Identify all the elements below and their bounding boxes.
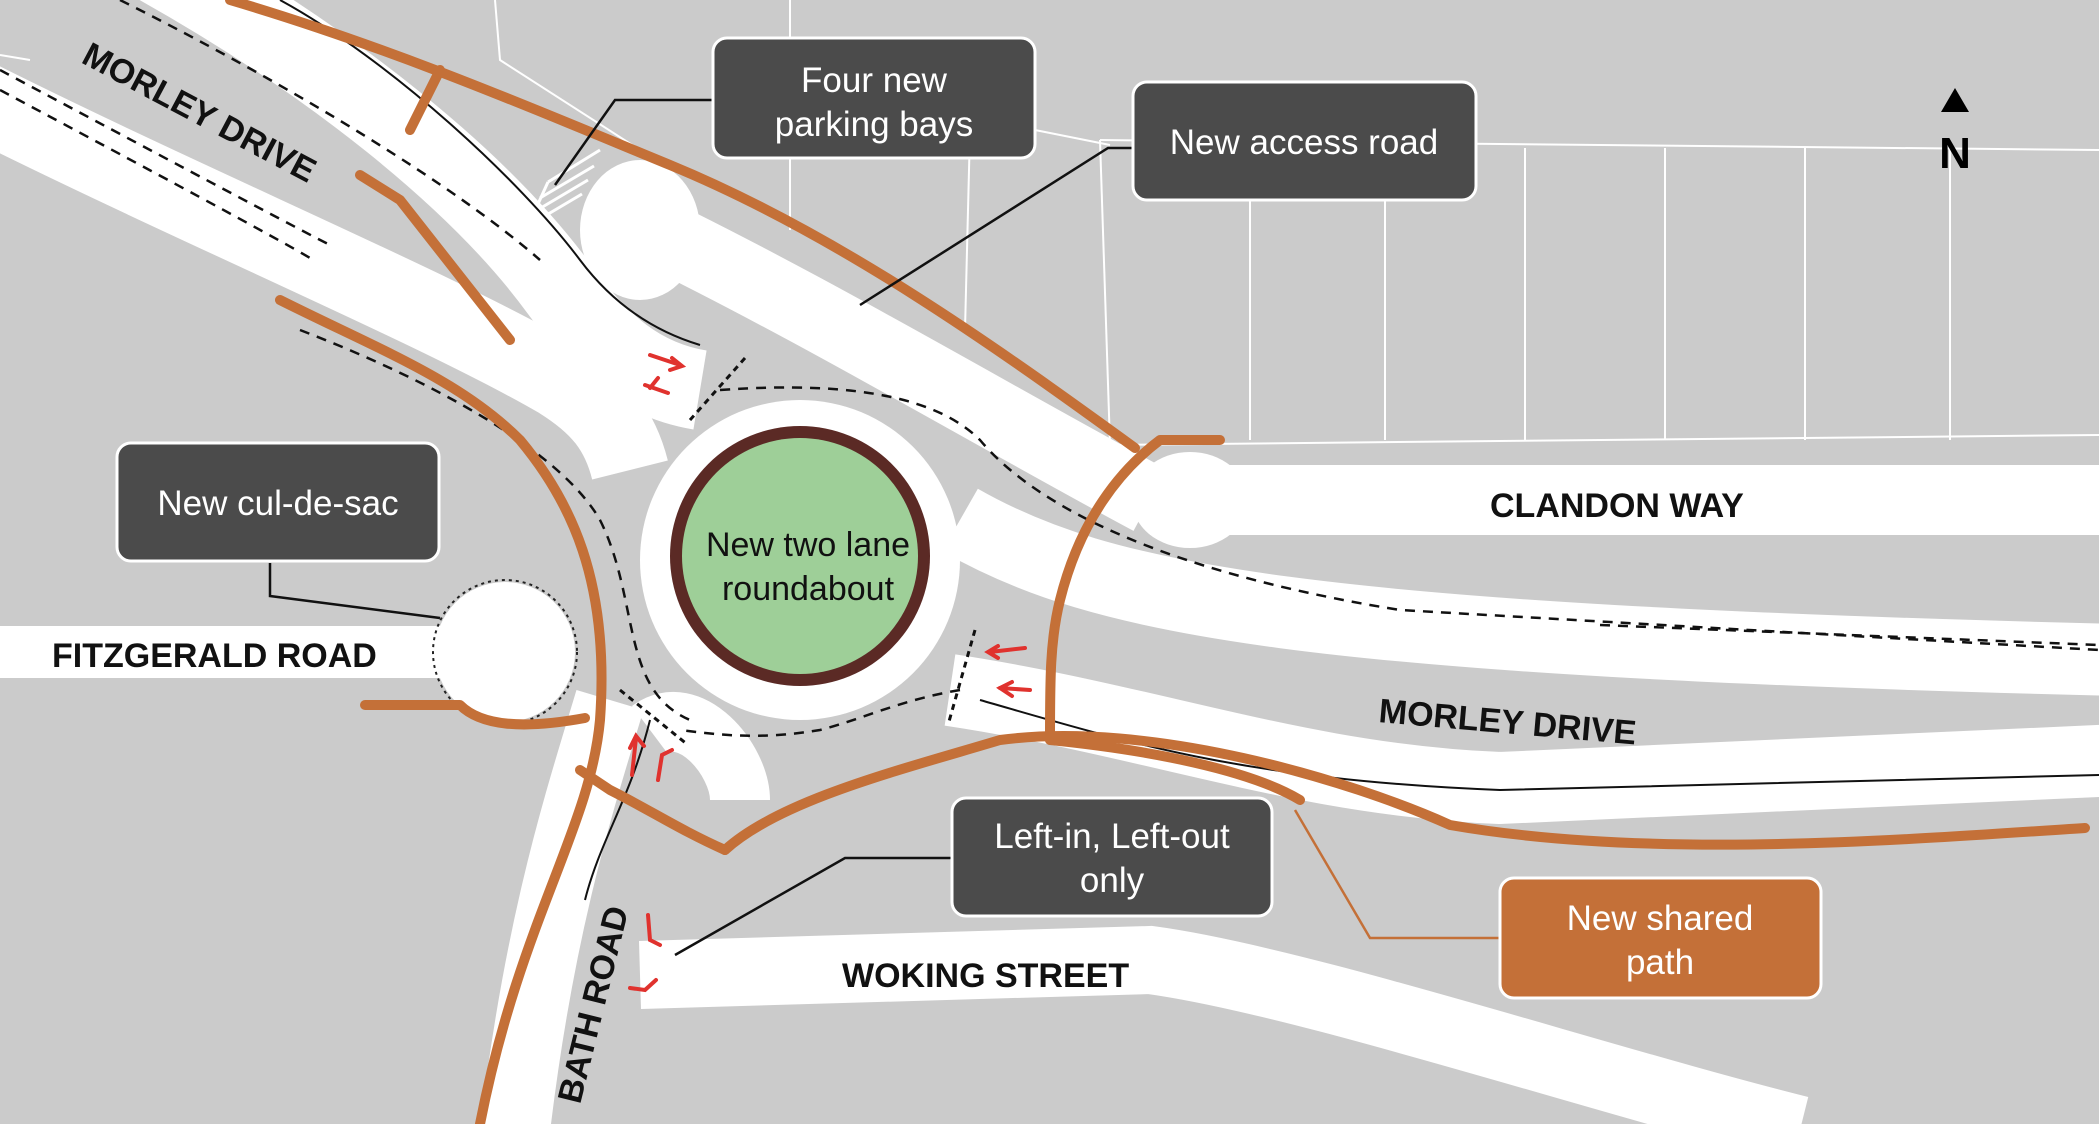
north-arrow: N bbox=[1939, 88, 1971, 178]
arrow-icon bbox=[988, 646, 1027, 654]
roundabout-label-line1: New two lane bbox=[706, 526, 910, 564]
north-arrow-icon bbox=[1941, 88, 1969, 112]
callout-shared-path-line1: New shared bbox=[1567, 899, 1754, 938]
morley-drive-east-upper-road bbox=[942, 488, 2099, 696]
north-label: N bbox=[1939, 129, 1971, 178]
morley-drive-nw-upper-road bbox=[139, 0, 708, 430]
callout-shared-path: New shared path bbox=[1498, 876, 1823, 1000]
callout-left-in-out-line1: Left-in, Left-out bbox=[994, 817, 1230, 856]
woking-link-road bbox=[632, 692, 770, 803]
parking-bays bbox=[526, 148, 601, 228]
callout-access-road-line1: New access road bbox=[1170, 123, 1438, 162]
shared-path-connector bbox=[1293, 809, 1500, 940]
callout-shared-path-line2: path bbox=[1626, 943, 1694, 982]
parking-area bbox=[580, 160, 700, 300]
shared-paths bbox=[225, 0, 2090, 1124]
arrow-icon bbox=[628, 978, 658, 993]
callout-left-in-out: Left-in, Left-out only bbox=[950, 796, 1274, 918]
clandon-way-end bbox=[1132, 452, 1248, 548]
lane-markings bbox=[0, 0, 2099, 738]
callout-parking-line1: Four new bbox=[801, 61, 948, 100]
callout-connectors bbox=[268, 98, 1133, 957]
arrow-icon bbox=[998, 686, 1032, 692]
callout-cul-de-sac-line1: New cul-de-sac bbox=[157, 484, 398, 523]
morley-drive-nw-lower-road bbox=[0, 66, 668, 481]
roundabout-island bbox=[682, 438, 918, 674]
arrow-icon bbox=[648, 353, 682, 367]
arrow-icon bbox=[630, 736, 638, 777]
callout-parking: Four new parking bays bbox=[711, 36, 1037, 160]
fitzgerald-cul-de-sac bbox=[435, 582, 575, 722]
lane-arrows bbox=[628, 353, 1032, 993]
give-way-lines bbox=[619, 357, 977, 747]
woking-street bbox=[639, 925, 1809, 1124]
callout-cul-de-sac: New cul-de-sac bbox=[115, 441, 441, 563]
arrow-icon bbox=[656, 748, 674, 782]
callout-access-road: New access road bbox=[1131, 80, 1478, 202]
morley-drive-east-lower-road bbox=[944, 654, 2099, 825]
callout-left-in-out-line2: only bbox=[1080, 861, 1145, 900]
fitzgerald-road-label: FITZGERALD ROAD bbox=[52, 637, 377, 675]
callout-parking-line2: parking bays bbox=[775, 105, 973, 144]
clandon-way-label: CLANDON WAY bbox=[1490, 487, 1744, 525]
arrow-icon bbox=[646, 913, 662, 947]
roundabout-label-line2: roundabout bbox=[722, 570, 895, 608]
woking-street-label: WOKING STREET bbox=[842, 957, 1129, 995]
